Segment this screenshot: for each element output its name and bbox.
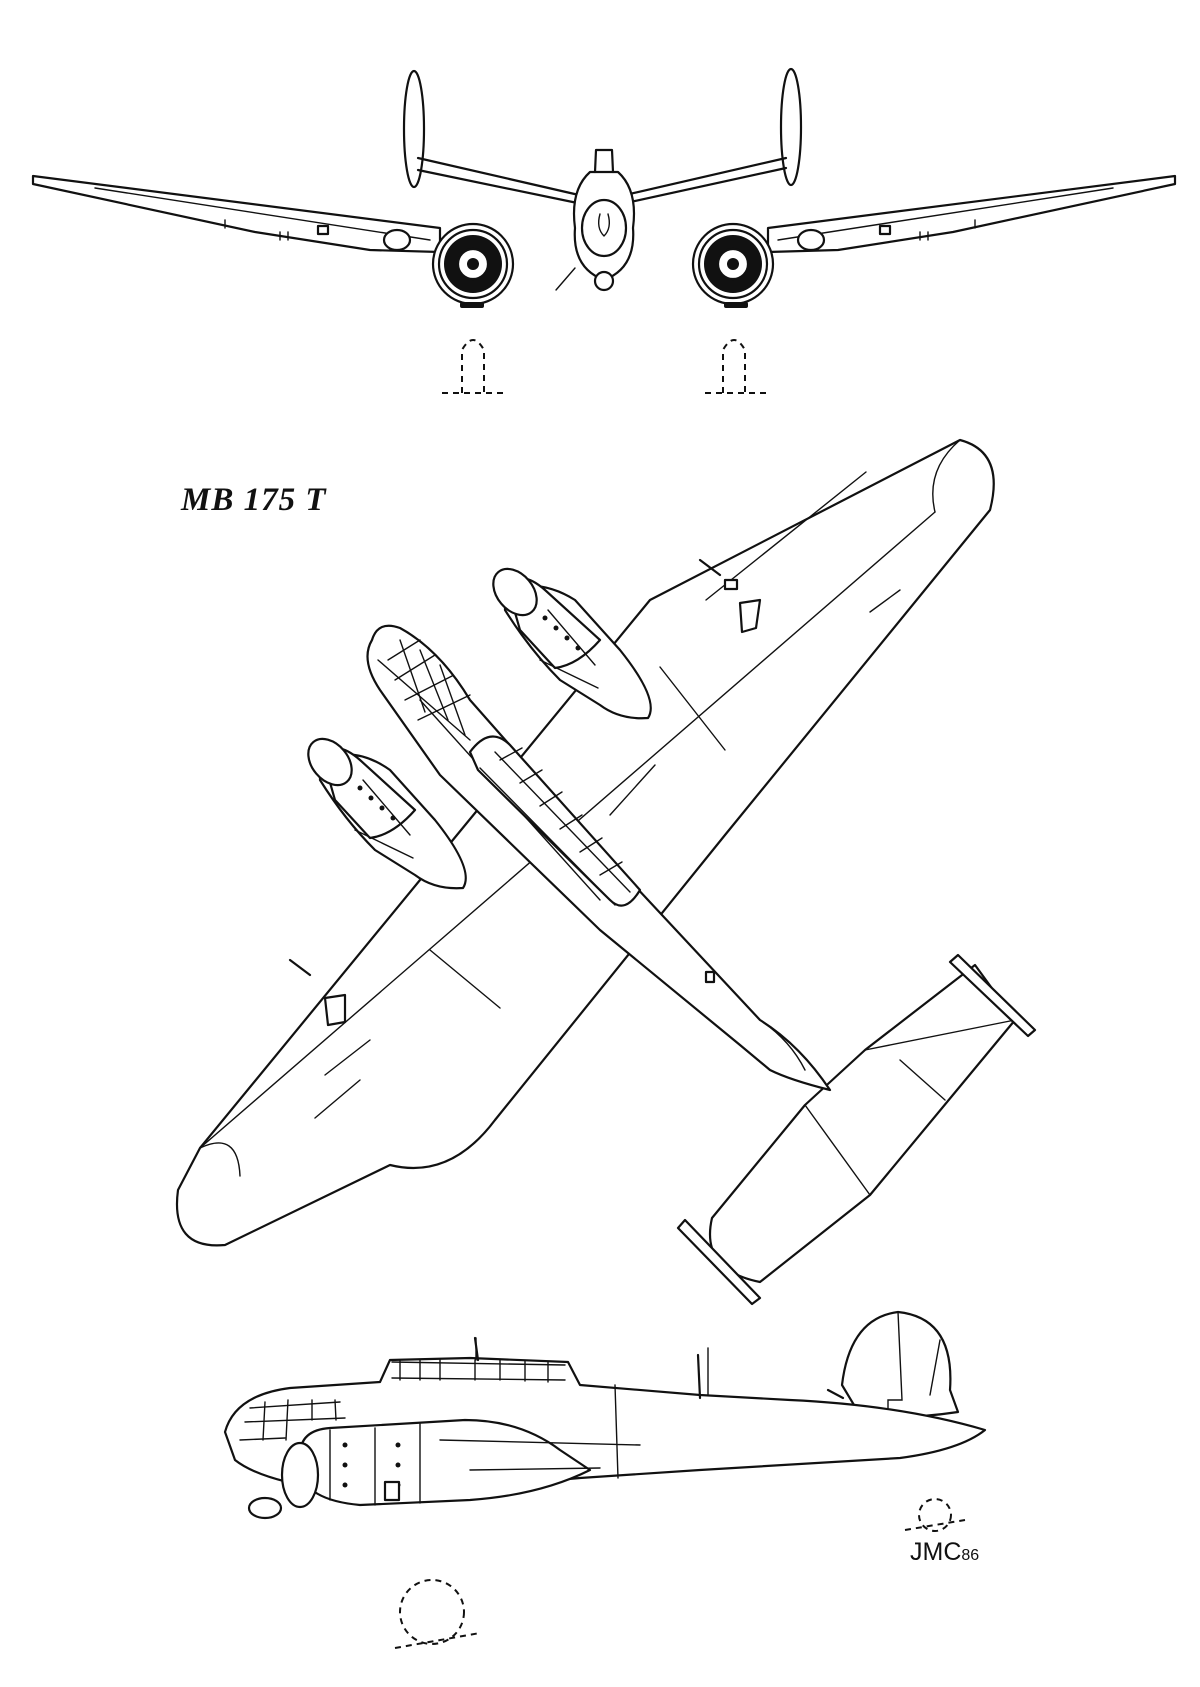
front-tailplane [416, 156, 788, 208]
plan-nose-glazing [387, 639, 471, 736]
side-view [223, 1310, 987, 1649]
signature-initials: JMC [910, 1538, 962, 1566]
signature-year: 86 [961, 1547, 980, 1564]
plan-right-nacelle [492, 567, 652, 720]
front-right-gear [705, 339, 767, 394]
side-nose-glazing [239, 1399, 346, 1441]
artist-signature: JMC86 [910, 1538, 979, 1567]
front-left-wing [31, 174, 442, 254]
front-left-engine [431, 222, 515, 306]
plan-view [175, 438, 1037, 1306]
plan-left-nacelle [307, 737, 467, 890]
front-right-fin [779, 67, 803, 187]
front-view [31, 67, 1177, 394]
plan-left-fin [676, 1218, 762, 1306]
side-tail-wheel [918, 1498, 952, 1532]
aircraft-title: MB 175 T [181, 482, 327, 518]
front-left-gear [442, 339, 504, 394]
side-main-wheel [399, 1579, 465, 1645]
front-right-wing [766, 174, 1177, 254]
plan-tailplane [708, 963, 1017, 1284]
plan-canopy [468, 735, 642, 907]
front-right-engine [691, 222, 775, 306]
plan-right-fin [948, 953, 1037, 1038]
